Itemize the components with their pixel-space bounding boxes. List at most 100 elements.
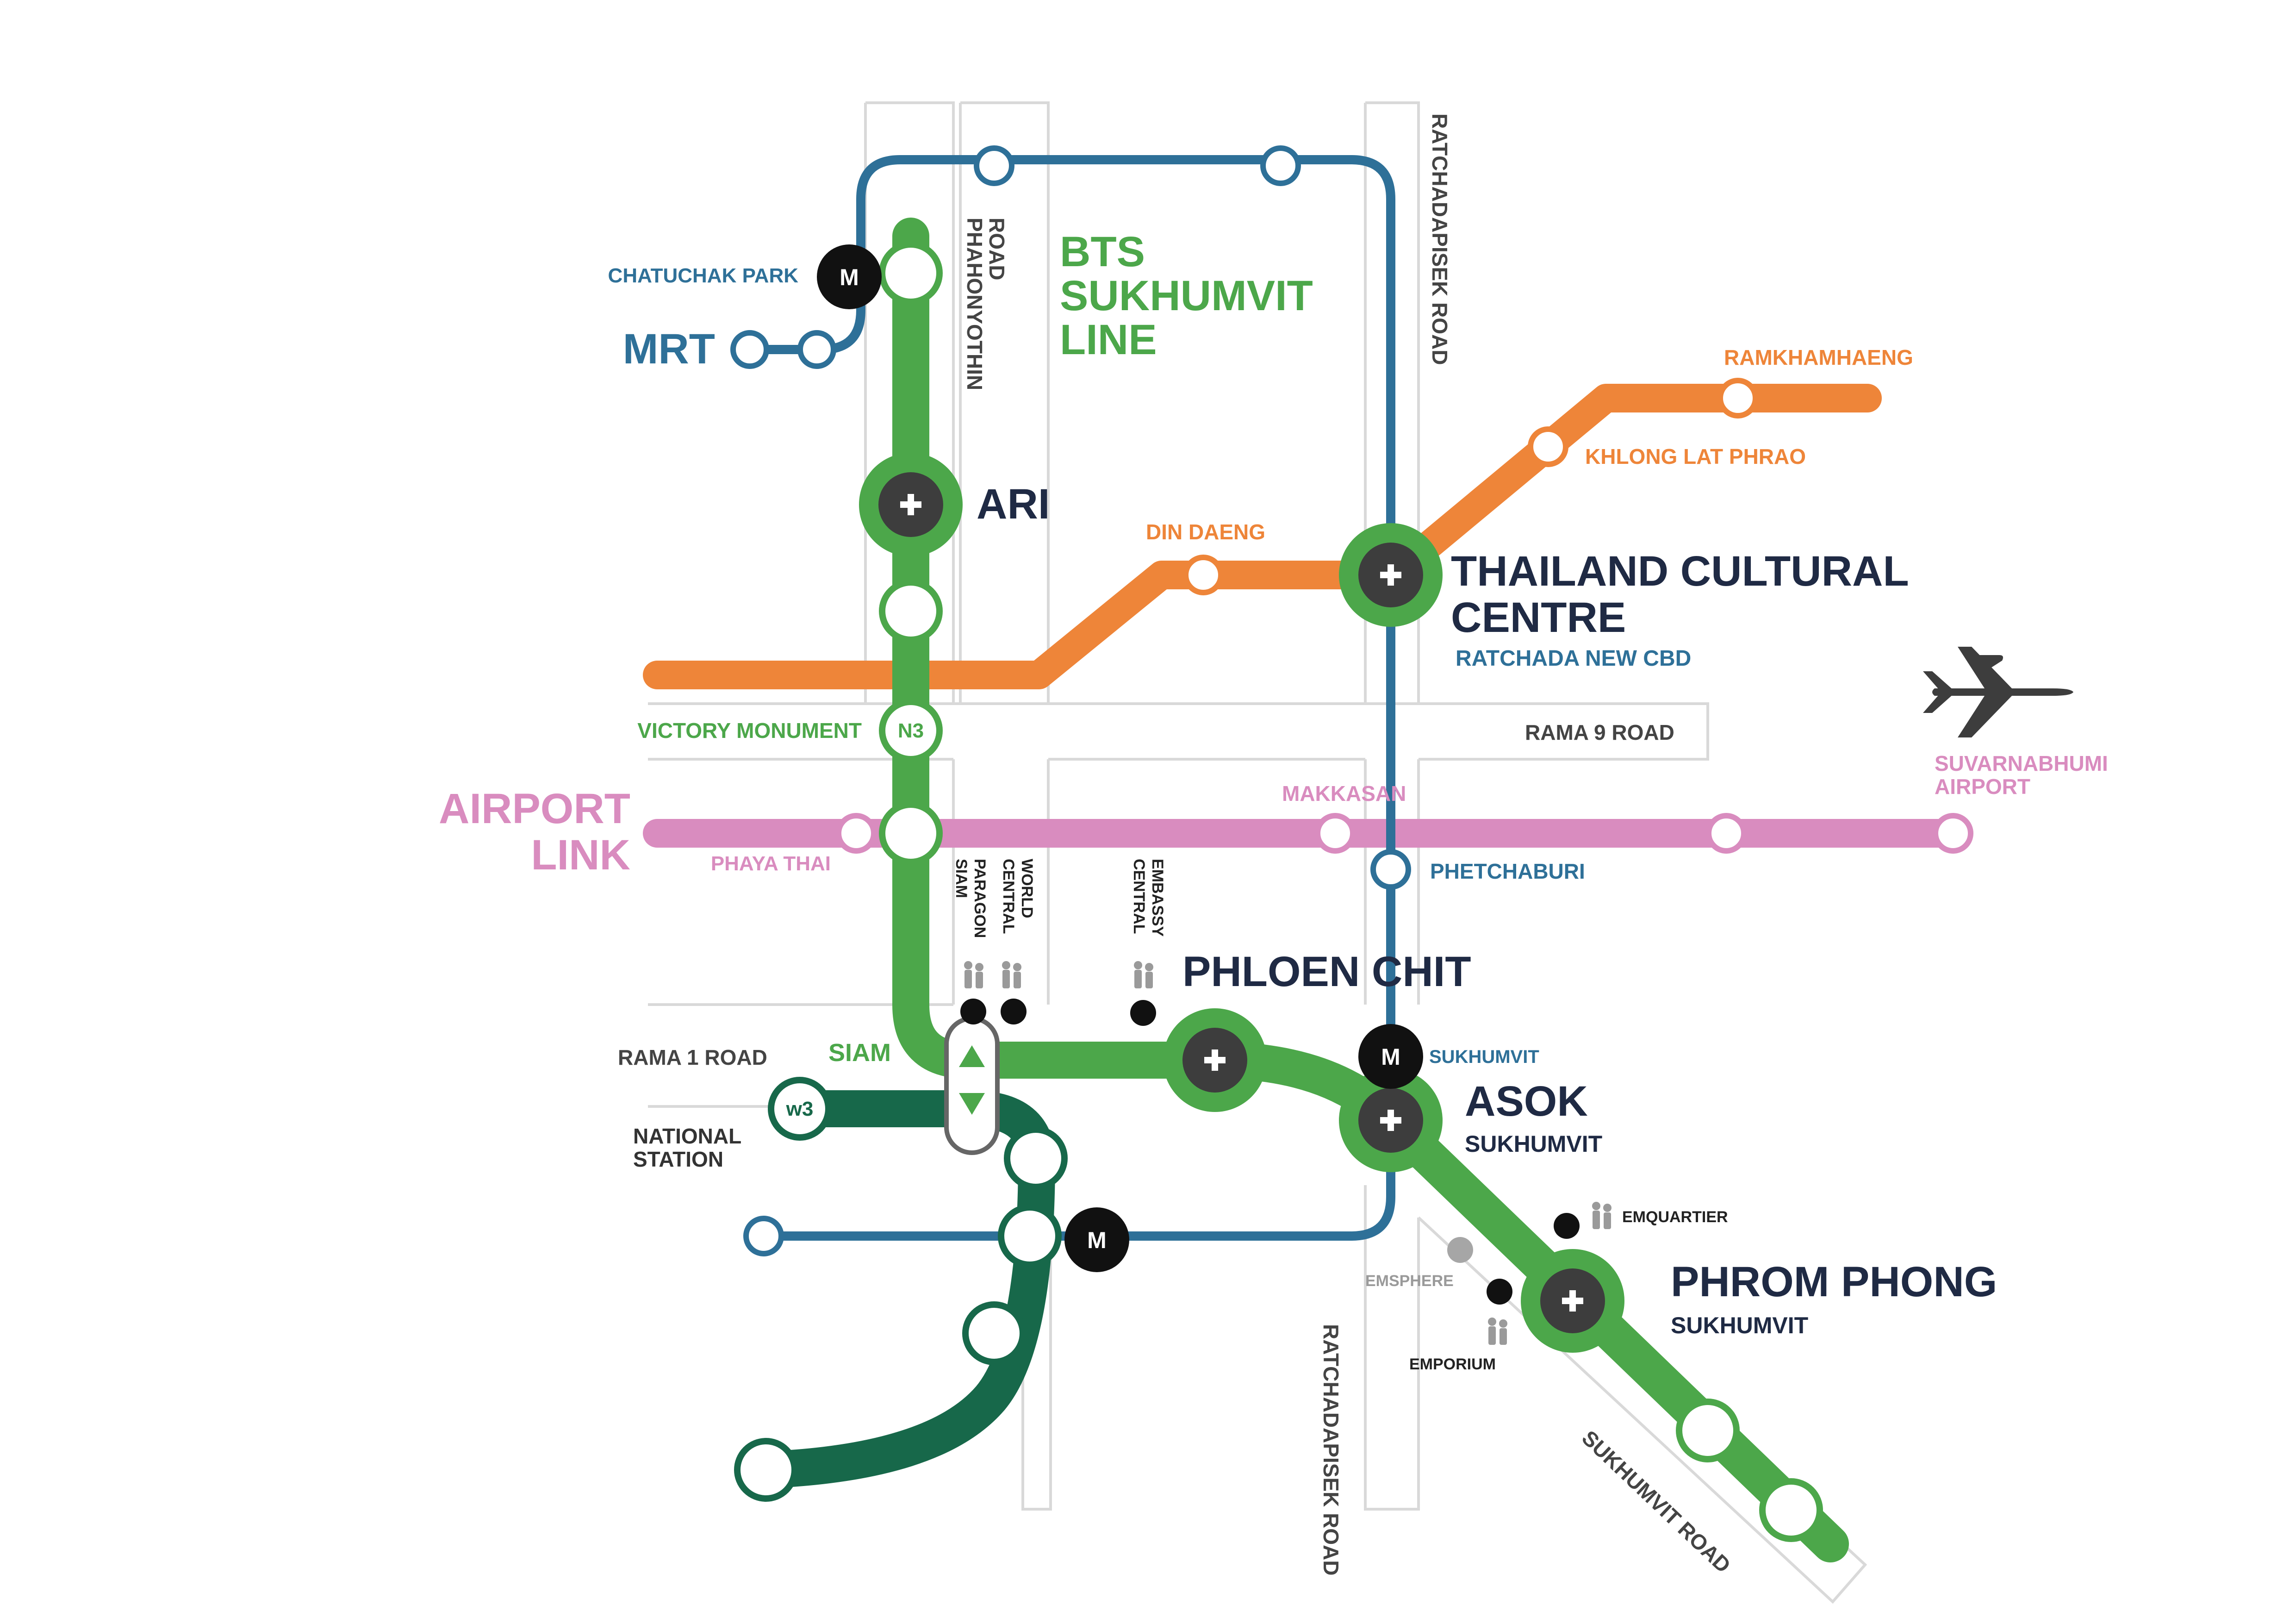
bts-silom-line xyxy=(747,1090,1055,1488)
shopping-people-icon xyxy=(1134,961,1153,988)
siam-label: SIAM xyxy=(828,1039,891,1067)
emquartier-dot[interactable] xyxy=(1554,1213,1580,1239)
siam-paragon-label-2: PARAGON xyxy=(971,859,989,938)
shopping-people-icon xyxy=(1488,1318,1507,1345)
thailand-cultural-centre-interchange[interactable] xyxy=(1339,523,1443,627)
chong-nonsi-station[interactable] xyxy=(962,1301,1026,1365)
shopping-people-icon xyxy=(964,961,983,988)
ramkhamhaeng-label: RAMKHAMHAENG xyxy=(1724,345,1913,369)
tcc-label-2: CENTRE xyxy=(1451,594,1626,641)
mrt-station-north-1[interactable] xyxy=(974,145,1014,186)
ratchadapisek-road-label-south: RATCHADAPISEK ROAD xyxy=(1319,1324,1343,1576)
siam-paragon-label-1: SIAM xyxy=(952,859,970,898)
central-embassy-dot[interactable] xyxy=(1130,1000,1156,1026)
plus-icon xyxy=(1380,564,1401,586)
ramkhamhaeng-station[interactable] xyxy=(1717,378,1758,418)
phrom-phong-label: PHROM PHONG xyxy=(1671,1258,1997,1305)
airport-link-title-2: LINK xyxy=(531,831,630,879)
central-embassy-label-2: EMBASSY xyxy=(1149,859,1166,937)
central-world-label-2: WORLD xyxy=(1018,859,1036,918)
n3-code: N3 xyxy=(898,719,924,742)
rama9-road-label: RAMA 9 ROAD xyxy=(1525,720,1674,744)
sukhumvit-mrt-label: SUKHUMVIT xyxy=(1429,1047,1539,1067)
interchange-stations xyxy=(859,453,1624,1353)
national-station-label-1: NATIONAL xyxy=(633,1124,741,1148)
ratchada-new-cbd-label: RATCHADA NEW CBD xyxy=(1456,646,1691,671)
emporium-dot[interactable] xyxy=(1487,1279,1512,1305)
bts-station-saphan-khwai[interactable] xyxy=(879,579,943,643)
road-network xyxy=(648,101,1867,1604)
khlong-lat-phrao-label: KHLONG LAT PHRAO xyxy=(1585,444,1806,468)
khlong-lat-phrao-station[interactable] xyxy=(1528,426,1568,467)
phloen-chit-label: PHLOEN CHIT xyxy=(1182,948,1471,995)
bts-station-ekkamai[interactable] xyxy=(1759,1478,1823,1542)
shopping-people-icon xyxy=(1002,961,1021,988)
mrt-station-southwest[interactable] xyxy=(743,1216,784,1256)
shopping-people-icon xyxy=(1592,1202,1612,1229)
makkasan-station[interactable] xyxy=(1315,813,1356,854)
central-embassy-label-1: CENTRAL xyxy=(1130,859,1148,934)
siam-interchange[interactable] xyxy=(944,1016,1000,1155)
victory-monument-label: VICTORY MONUMENT xyxy=(637,718,862,743)
ari-interchange[interactable] xyxy=(859,453,963,556)
ratchadapisek-road-mid xyxy=(1364,759,1420,1005)
mrt-station-north-2[interactable] xyxy=(1260,145,1301,186)
suvarnabhumi-station[interactable] xyxy=(1933,813,1973,854)
phahonyothin-road-label-2: ROAD xyxy=(985,218,1009,280)
mrt-station-west-2[interactable] xyxy=(797,330,836,369)
up-arrow-icon xyxy=(959,1045,985,1067)
sala-daeng-station[interactable] xyxy=(998,1204,1062,1268)
makkasan-label: MAKKASAN xyxy=(1282,781,1406,806)
plus-icon xyxy=(900,494,921,515)
siam-paragon-dot[interactable] xyxy=(960,999,986,1024)
svg-text:M: M xyxy=(1381,1044,1400,1070)
mrt-marker-chatuchak[interactable]: M xyxy=(817,244,882,309)
small-stations xyxy=(730,145,1973,1542)
phaya-thai-station[interactable] xyxy=(836,813,877,854)
chatuchak-park-station[interactable] xyxy=(879,241,943,305)
airport-link-station-east[interactable] xyxy=(1706,813,1747,854)
ratchadapisek-road-label-north: RATCHADAPISEK ROAD xyxy=(1428,113,1452,365)
national-stadium-station[interactable] xyxy=(768,1077,832,1141)
phrom-phong-interchange[interactable] xyxy=(1521,1249,1624,1353)
bts-phaya-thai-station[interactable] xyxy=(879,801,943,865)
mrt-title: MRT xyxy=(623,325,715,373)
suvarnabhumi-label-2: AIRPORT xyxy=(1935,775,2030,799)
mall-icons xyxy=(964,961,1612,1345)
airplane-icon xyxy=(1923,647,2073,737)
orange-line xyxy=(643,384,1882,689)
phloen-chit-interchange[interactable] xyxy=(1163,1008,1267,1112)
asok-interchange[interactable] xyxy=(1339,1068,1443,1172)
phahonyothin-road-label-1: PHAHONYOTHIN xyxy=(963,218,987,390)
national-station-label-2: STATION xyxy=(633,1147,723,1171)
bts-title-line3: LINE xyxy=(1060,316,1157,363)
mrt-marker-silom[interactable]: M xyxy=(1064,1207,1129,1272)
emsphere-dot[interactable] xyxy=(1447,1237,1473,1263)
din-daeng-label: DIN DAENG xyxy=(1146,520,1265,544)
phetchaburi-station[interactable] xyxy=(1370,849,1411,890)
victory-monument-station[interactable] xyxy=(879,699,943,762)
tcc-label-1: THAILAND CULTURAL xyxy=(1451,548,1909,595)
emporium-label: EMPORIUM xyxy=(1409,1355,1496,1373)
mrt-markers: M M M xyxy=(817,244,1423,1272)
suvarnabhumi-label-1: SUVARNABHUMI xyxy=(1935,751,2108,775)
silom-line-station-southwest[interactable] xyxy=(734,1438,798,1502)
central-world-dot[interactable] xyxy=(1001,999,1027,1024)
bts-station-thong-lo[interactable] xyxy=(1676,1399,1740,1462)
bts-title-line2: SUKHUMVIT xyxy=(1060,272,1313,319)
landmark-dots xyxy=(960,999,1580,1305)
central-world-label-1: CENTRAL xyxy=(1000,859,1017,934)
phetchaburi-label: PHETCHABURI xyxy=(1430,859,1585,883)
mrt-station-west[interactable] xyxy=(730,330,769,369)
airport-link-title-1: AIRPORT xyxy=(439,785,630,832)
mrt-marker-sukhumvit[interactable]: M xyxy=(1358,1024,1423,1089)
ratchadamri-station[interactable] xyxy=(1004,1126,1068,1190)
rama1-road-label: RAMA 1 ROAD xyxy=(618,1045,767,1069)
ratchadapisek-road-south xyxy=(1364,1185,1420,1511)
w3-code: w3 xyxy=(786,1098,814,1120)
asok-label: ASOK xyxy=(1465,1078,1588,1125)
svg-text:M: M xyxy=(1087,1227,1107,1253)
din-daeng-station[interactable] xyxy=(1183,555,1224,595)
road-siam-north xyxy=(952,759,1050,1005)
